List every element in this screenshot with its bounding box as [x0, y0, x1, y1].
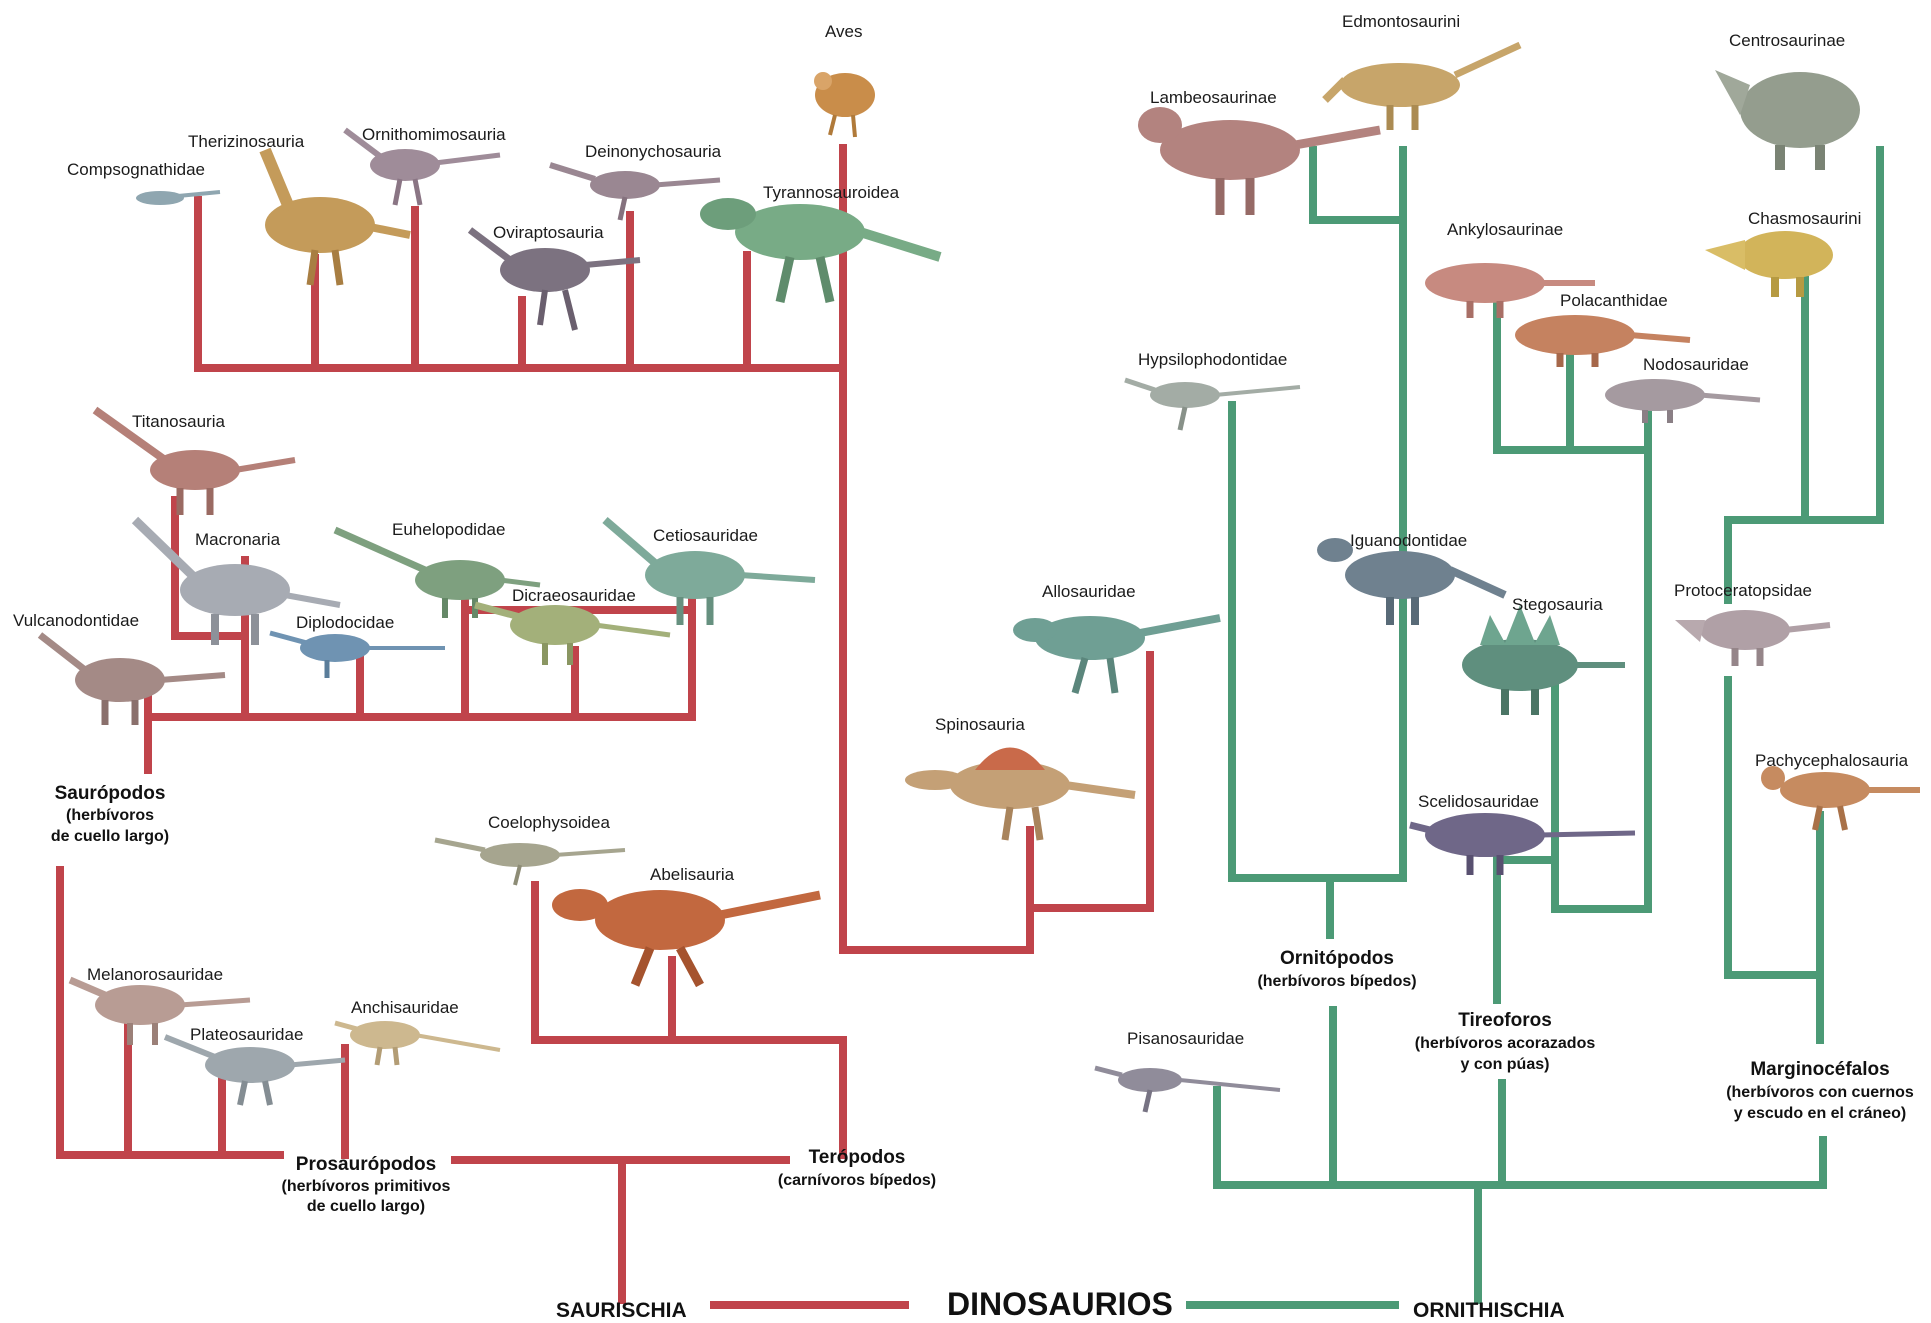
- label-spinosauria: Spinosauria: [935, 715, 1025, 734]
- root-ornithischia: ORNITHISCHIA: [1413, 1299, 1565, 1322]
- label-vulcanodontidae: Vulcanodontidae: [13, 611, 139, 630]
- group-sauropodos-desc1: (herbívoros: [66, 807, 154, 824]
- label-lambeosaurinae: Lambeosaurinae: [1150, 88, 1277, 107]
- abelisauria-illustration: [552, 889, 821, 988]
- group-prosauropodos-name: Prosaurópodos: [296, 1154, 436, 1175]
- group-tireoforos-desc1: (herbívoros acorazados: [1415, 1035, 1596, 1052]
- label-titanosauria: Titanosauria: [132, 412, 225, 431]
- group-sauropodos-name: Saurópodos: [55, 783, 166, 804]
- chasmosaurini-illustration: [1705, 231, 1833, 297]
- label-aves: Aves: [825, 22, 863, 41]
- label-edmontosaurini: Edmontosaurini: [1342, 12, 1460, 31]
- group-sauropodos-desc2: de cuello largo): [51, 828, 169, 845]
- centrosaurinae-illustration: [1715, 70, 1860, 170]
- titanosauria-illustration: [92, 406, 296, 515]
- label-centrosaurinae: Centrosaurinae: [1729, 31, 1845, 50]
- group-tireoforos-name: Tireoforos: [1458, 1010, 1552, 1031]
- coelophysoidea-illustration: [434, 837, 626, 886]
- pachycephalosauria-illustration: [1761, 766, 1920, 831]
- label-dicraeosauridae: Dicraeosauridae: [512, 586, 636, 605]
- label-compsognathidae: Compsognathidae: [67, 160, 205, 179]
- spinosauria-illustration: [905, 747, 1136, 841]
- label-euhelopodidae: Euhelopodidae: [392, 520, 505, 539]
- group-prosauropodos-desc1: (herbívoros primitivos: [282, 1178, 451, 1195]
- page-title: DINOSAURIOS: [947, 1286, 1173, 1322]
- label-ornithomimosauria: Ornithomimosauria: [362, 125, 506, 144]
- group-ornitopodos-name: Ornitópodos: [1280, 948, 1394, 969]
- root-labels: SAURISCHIA DINOSAURIOS ORNITHISCHIA: [556, 1286, 1565, 1322]
- oviraptosauria-illustration: [467, 227, 641, 331]
- label-melanorosauridae: Melanorosauridae: [87, 965, 223, 984]
- root-saurischia: SAURISCHIA: [556, 1299, 687, 1322]
- label-deinonychosauria: Deinonychosauria: [585, 142, 722, 161]
- anchisauridae-illustration: [334, 1020, 501, 1066]
- group-teropodos-desc1: (carnívoros bípedos): [778, 1172, 936, 1189]
- therizinosauria-illustration: [259, 147, 411, 286]
- label-ankylosaurinae: Ankylosaurinae: [1447, 220, 1563, 239]
- label-chasmosaurini: Chasmosaurini: [1748, 209, 1861, 228]
- pisanosauridae-illustration: [1094, 1065, 1281, 1113]
- dinosaur-illustrations: [37, 41, 1920, 1113]
- edmontosaurini-illustration: [1322, 41, 1522, 130]
- melanorosauridae-illustration: [68, 976, 251, 1045]
- stegosauria-illustration: [1462, 605, 1625, 715]
- cetiosauridae-illustration: [602, 516, 816, 625]
- group-marginocefalos-name: Marginocéfalos: [1750, 1059, 1889, 1080]
- label-stegosauria: Stegosauria: [1512, 595, 1603, 614]
- dicraeosauridae-illustration: [474, 601, 671, 665]
- label-tyrannosauroidea: Tyrannosauroidea: [763, 183, 900, 202]
- label-allosauridae: Allosauridae: [1042, 582, 1136, 601]
- aves-illustration: [814, 72, 875, 138]
- label-nodosauridae: Nodosauridae: [1643, 355, 1749, 374]
- saurischia-branches: [56, 144, 1154, 1309]
- label-hypsilophodontidae: Hypsilophodontidae: [1138, 350, 1287, 369]
- label-oviraptosauria: Oviraptosauria: [493, 223, 604, 242]
- group-marginocefalos-desc1: (herbívoros con cuernos: [1726, 1084, 1914, 1101]
- group-marginocefalos-desc2: y escudo en el cráneo): [1734, 1105, 1907, 1122]
- label-iguanodontidae: Iguanodontidae: [1350, 531, 1467, 550]
- iguanodontidae-illustration: [1317, 538, 1507, 625]
- group-teropodos-name: Terópodos: [809, 1147, 906, 1168]
- group-prosauropodos-desc2: de cuello largo): [307, 1198, 425, 1215]
- label-macronaria: Macronaria: [195, 530, 281, 549]
- ornithomimosauria-illustration: [343, 127, 501, 206]
- label-coelophysoidea: Coelophysoidea: [488, 813, 610, 832]
- label-pisanosauridae: Pisanosauridae: [1127, 1029, 1244, 1048]
- deinonychosauria-illustration: [549, 162, 721, 221]
- label-scelidosauridae: Scelidosauridae: [1418, 792, 1539, 811]
- macronaria-illustration: [131, 516, 341, 645]
- group-tireoforos-desc2: y con púas): [1461, 1056, 1550, 1073]
- nodosauridae-illustration: [1605, 379, 1761, 423]
- lambeosaurinae-illustration: [1138, 107, 1381, 215]
- label-polacanthidae: Polacanthidae: [1560, 291, 1668, 310]
- plateosauridae-illustration: [163, 1034, 346, 1106]
- group-ornitopodos-desc1: (herbívoros bípedos): [1257, 973, 1416, 990]
- label-protoceratopsidae: Protoceratopsidae: [1674, 581, 1812, 600]
- label-diplodocidae: Diplodocidae: [296, 613, 394, 632]
- euhelopodidae-illustration: [333, 526, 541, 618]
- compsognathidae-illustration: [136, 190, 221, 205]
- taxon-labels: Aves Compsognathidae Therizinosauria Orn…: [13, 12, 1909, 1048]
- allosauridae-illustration: [1013, 614, 1221, 694]
- diplodocidae-illustration: [269, 630, 445, 678]
- label-cetiosauridae: Cetiosauridae: [653, 526, 758, 545]
- group-labels: Saurópodos (herbívoros de cuello largo) …: [51, 783, 1914, 1215]
- label-plateosauridae: Plateosauridae: [190, 1025, 303, 1044]
- label-therizinosauria: Therizinosauria: [188, 132, 305, 151]
- ornithischia-branches: [1186, 146, 1884, 1309]
- tyrannosauroidea-illustration: [700, 198, 942, 303]
- scelidosauridae-illustration: [1409, 813, 1636, 875]
- protoceratopsidae-illustration: [1675, 610, 1831, 666]
- hypsilophodontidae-illustration: [1124, 377, 1301, 431]
- ankylosaurinae-illustration: [1425, 263, 1595, 318]
- vulcanodontidae-illustration: [37, 632, 226, 725]
- label-pachycephalosauria: Pachycephalosauria: [1755, 751, 1909, 770]
- label-anchisauridae: Anchisauridae: [351, 998, 459, 1017]
- polacanthidae-illustration: [1515, 315, 1691, 367]
- label-abelisauria: Abelisauria: [650, 865, 735, 884]
